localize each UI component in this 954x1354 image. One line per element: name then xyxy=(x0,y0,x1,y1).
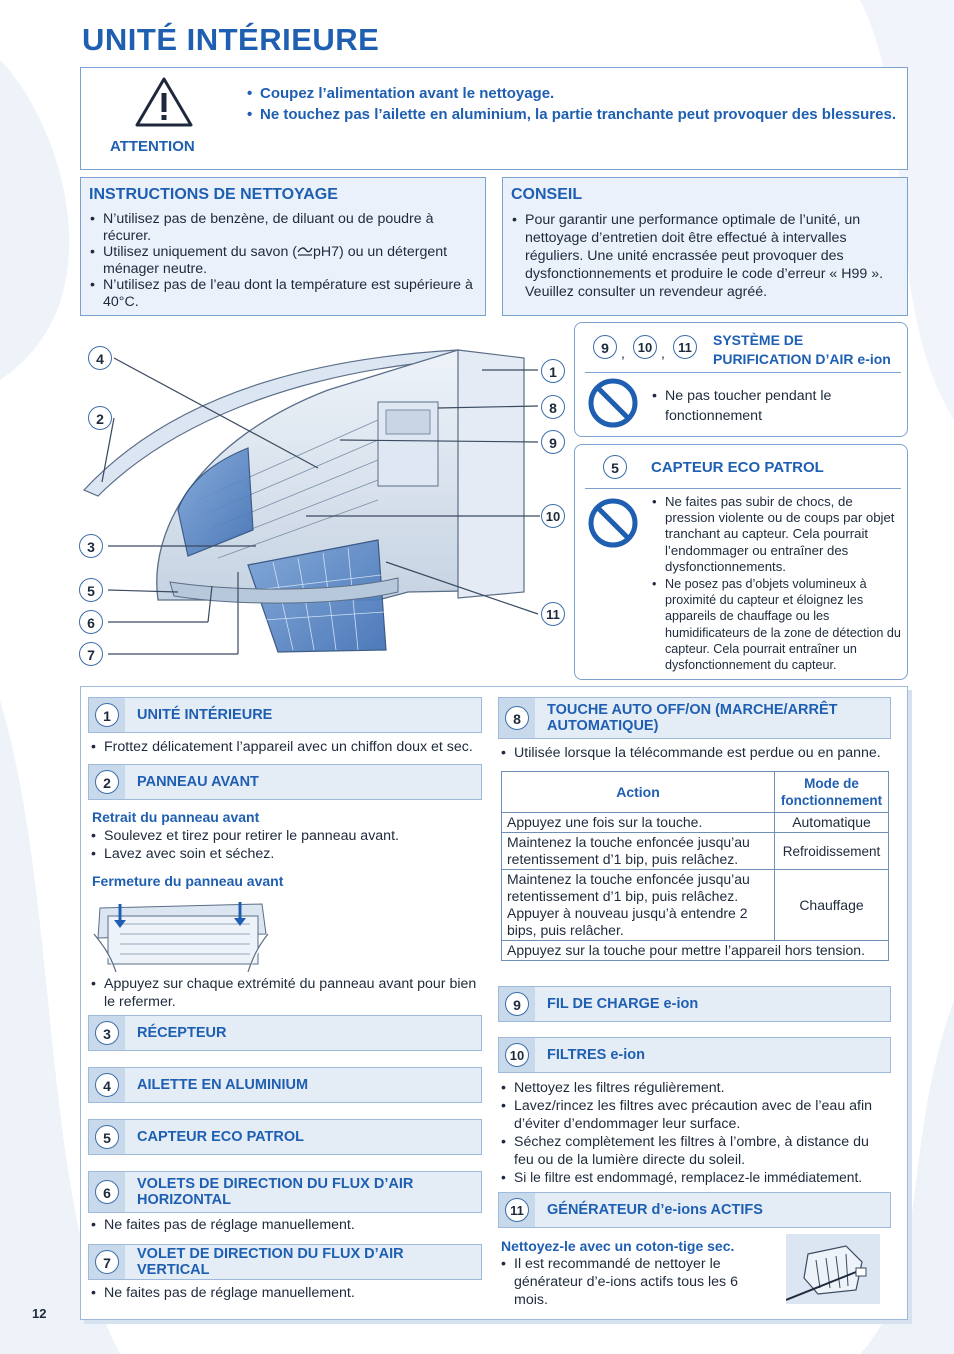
section-11-list: Il est recommandé de nettoyer le générat… xyxy=(498,1255,762,1309)
retrait-title: Retrait du panneau avant xyxy=(92,809,260,825)
cleaning-list: N’utilisez pas de benzène, de diluant ou… xyxy=(87,211,477,310)
section-10-header: 10 FILTRES e-ion xyxy=(498,1037,891,1073)
eion-list: Ne pas toucher pendant le fonctionnement xyxy=(649,386,879,426)
table-footer-row: Appuyez sur la touche pour mettre l’appa… xyxy=(501,940,889,961)
page-number: 12 xyxy=(32,1306,47,1321)
table-header-row: Action Mode de fonctionnement xyxy=(501,771,889,813)
attention-item: •Ne touchez pas l’ailette en aluminium, … xyxy=(247,106,896,123)
section-9-header: 9 FIL DE CHARGE e-ion xyxy=(498,986,891,1022)
callout-2: 2 xyxy=(88,406,112,430)
page-title: UNITÉ INTÉRIEURE xyxy=(82,22,380,57)
no-entry-icon xyxy=(588,378,638,428)
callout-3: 3 xyxy=(79,534,103,558)
section-11-sub: Nettoyez-le avec un coton-tige sec. xyxy=(501,1238,735,1254)
eco-patrol-box: 5 CAPTEUR ECO PATROL Ne faites pas subir… xyxy=(574,444,908,680)
section-4-header: 4 AILETTE EN ALUMINIUM xyxy=(88,1067,482,1103)
approx-icon xyxy=(297,247,313,256)
section-1-header: 1 UNITÉ INTÉRIEURE xyxy=(88,697,482,733)
section-3-header: 3 RÉCEPTEUR xyxy=(88,1015,482,1051)
eco-num: 5 xyxy=(603,455,627,479)
section-8-list: Utilisée lorsque la télécommande est per… xyxy=(498,745,891,762)
section-10-list: Nettoyez les filtres régulièrement. Lave… xyxy=(498,1079,891,1187)
section-7-list: Ne faites pas de réglage manuellement. xyxy=(88,1285,482,1302)
section-1-list: Frottez délicatement l’appareil avec un … xyxy=(88,739,482,756)
conseil-box: CONSEIL Pour garantir une performance op… xyxy=(502,177,908,316)
indoor-unit-diagram xyxy=(82,349,540,655)
cleaning-item: Utilisez uniquement du savon (pH7) ou un… xyxy=(87,244,477,277)
callout-5: 5 xyxy=(79,578,103,602)
callout-6: 6 xyxy=(79,610,103,634)
retrait-list: Soulevez et tirez pour retirer le pannea… xyxy=(88,827,482,863)
attention-item: •Coupez l’alimentation avant le nettoyag… xyxy=(247,85,555,102)
eion-system-box: 9 , 10 , 11 SYSTÈME DE PURIFICATION D’AI… xyxy=(574,322,908,437)
callout-7: 7 xyxy=(79,642,103,666)
section-2-header: 2 PANNEAU AVANT xyxy=(88,764,482,800)
section-8-header: 8 TOUCHE AUTO OFF/ON (MARCHE/ARRÊT AUTOM… xyxy=(498,697,891,739)
conseil-title: CONSEIL xyxy=(511,186,583,203)
section-6-list: Ne faites pas de réglage manuellement. xyxy=(88,1217,482,1234)
eion-num-11: 11 xyxy=(673,335,697,359)
eion-title: SYSTÈME DE PURIFICATION D’AIR e-ion xyxy=(713,332,891,367)
no-entry-icon xyxy=(588,498,638,548)
closing-panel-illustration xyxy=(93,902,269,972)
section-5-header: 5 CAPTEUR ECO PATROL xyxy=(88,1119,482,1155)
warning-icon xyxy=(135,77,193,127)
eco-item: Ne faites pas subir de chocs, de pressio… xyxy=(649,494,901,575)
table-row: Maintenez la touche enfoncée jusqu’au re… xyxy=(501,832,889,870)
callout-1: 1 xyxy=(541,359,565,383)
table-row: Appuyez une fois sur la touche. Automati… xyxy=(501,812,889,833)
conseil-item: Pour garantir une performance optimale d… xyxy=(509,211,899,301)
cleaning-item: N’utilisez pas de l’eau dont la températ… xyxy=(87,277,477,310)
fermeture-title: Fermeture du panneau avant xyxy=(92,873,284,889)
callout-8: 8 xyxy=(541,395,565,419)
cleaning-title: INSTRUCTIONS DE NETTOYAGE xyxy=(89,186,338,203)
section-6-header: 6 VOLETS DE DIRECTION DU FLUX D’AIR HORI… xyxy=(88,1171,482,1213)
callout-11: 11 xyxy=(541,602,565,626)
eco-item: Ne posez pas d’objets volumineux à proxi… xyxy=(649,576,901,673)
callout-10: 10 xyxy=(541,504,565,528)
eion-num-9: 9 xyxy=(593,335,617,359)
attention-box: ATTENTION •Coupez l’alimentation avant l… xyxy=(80,67,908,170)
fermeture-list: Appuyez sur chaque extrémité du panneau … xyxy=(88,975,482,1011)
callout-4: 4 xyxy=(88,346,112,370)
conseil-list: Pour garantir une performance optimale d… xyxy=(509,211,899,301)
eco-list: Ne faites pas subir de chocs, de pressio… xyxy=(649,494,901,673)
auto-button-table: Action Mode de fonctionnement Appuyez un… xyxy=(501,771,889,961)
section-11-header: 11 GÉNÉRATEUR d’e-ions ACTIFS xyxy=(498,1192,891,1228)
eion-item: Ne pas toucher pendant le fonctionnement xyxy=(649,386,879,426)
ion-generator-illustration xyxy=(786,1234,880,1304)
eco-title: CAPTEUR ECO PATROL xyxy=(651,459,824,476)
table-header-mode: Mode de fonctionnement xyxy=(774,771,889,813)
table-header-action: Action xyxy=(501,771,775,813)
callout-9: 9 xyxy=(541,430,565,454)
attention-label: ATTENTION xyxy=(110,138,195,155)
eion-num-10: 10 xyxy=(633,335,657,359)
cleaning-instructions-box: INSTRUCTIONS DE NETTOYAGE N’utilisez pas… xyxy=(80,177,486,316)
attention-list: •Coupez l’alimentation avant le nettoyag… xyxy=(247,83,897,125)
section-7-header: 7 VOLET DE DIRECTION DU FLUX D’AIR VERTI… xyxy=(88,1244,482,1280)
table-row: Maintenez la touche enfoncée jusqu’au re… xyxy=(501,869,889,941)
cleaning-item: N’utilisez pas de benzène, de diluant ou… xyxy=(87,211,477,244)
